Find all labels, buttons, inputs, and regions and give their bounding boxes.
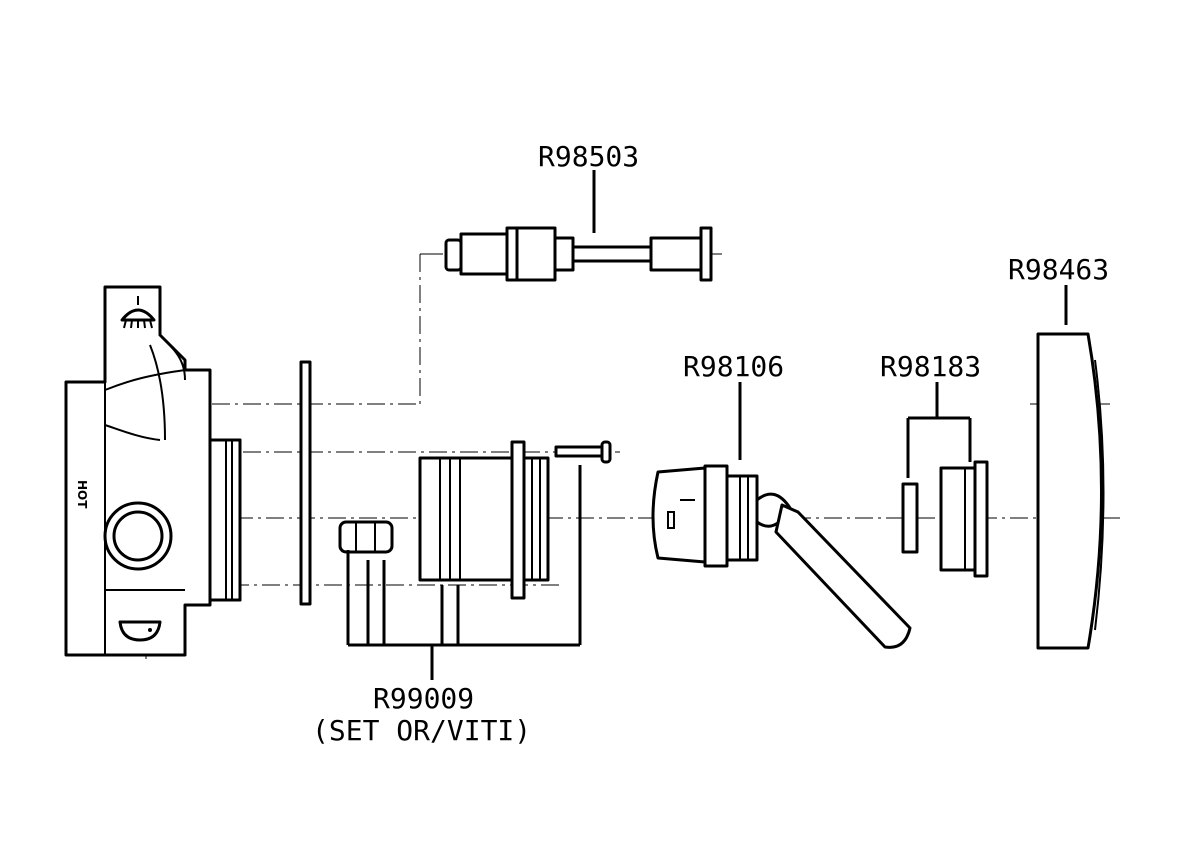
label-r99009-note: (SET OR/VITI) <box>312 714 531 747</box>
screw <box>554 440 612 464</box>
gasket-plate <box>299 360 312 606</box>
hot-label: HOT <box>75 480 89 509</box>
label-r98106: R98106 <box>683 350 784 383</box>
small-insert <box>338 520 394 554</box>
main-sleeve <box>418 440 550 600</box>
label-r99009: R99009 <box>373 682 474 715</box>
spacer <box>939 460 989 578</box>
leader-r98183 <box>906 382 972 478</box>
label-r98503: R98503 <box>538 140 639 173</box>
label-r98463: R98463 <box>1008 253 1109 286</box>
thermostatic-cartridge <box>651 464 912 649</box>
leader-r99009 <box>346 465 582 680</box>
label-r98183: R98183 <box>880 350 981 383</box>
seal-ring <box>901 482 919 554</box>
valve-body: HOT <box>64 285 242 657</box>
cover-plate <box>1036 332 1105 650</box>
shower-icon <box>120 296 156 329</box>
bath-spout-icon <box>118 620 162 642</box>
diverter-cartridge <box>444 226 713 282</box>
